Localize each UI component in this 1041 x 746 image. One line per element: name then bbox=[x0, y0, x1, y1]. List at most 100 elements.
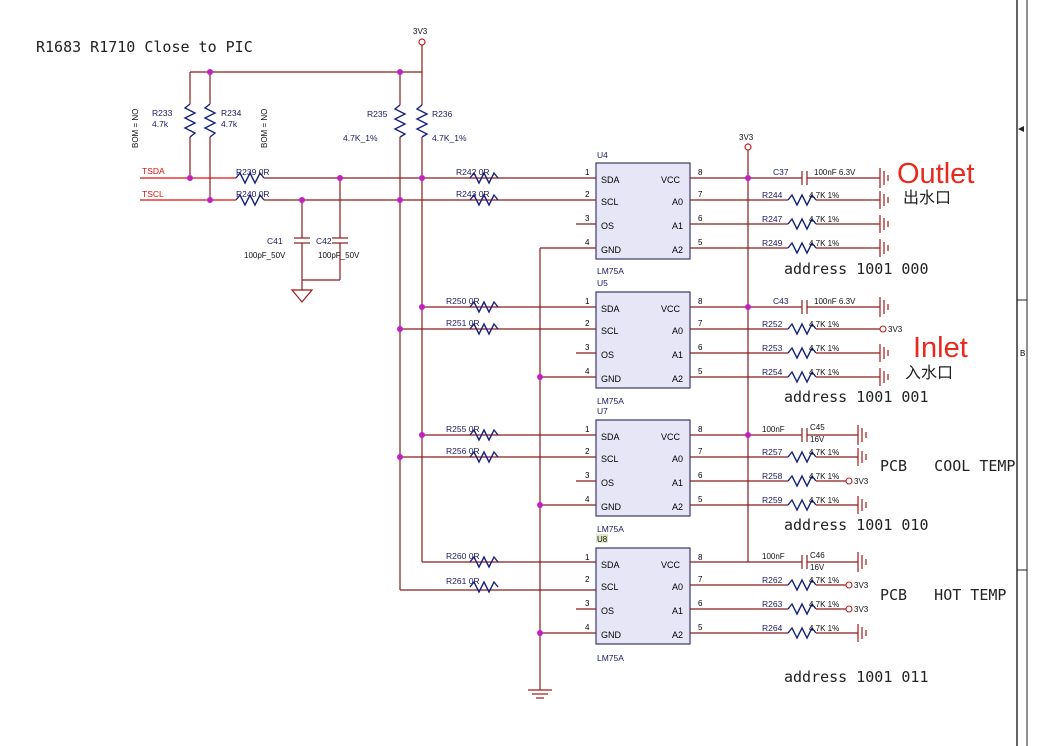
svg-text:OS: OS bbox=[601, 478, 614, 488]
svg-text:6: 6 bbox=[698, 214, 703, 223]
outlet-tag: Outlet bbox=[897, 158, 974, 190]
svg-text:5: 5 bbox=[698, 238, 703, 247]
svg-text:SDA: SDA bbox=[601, 432, 620, 442]
svg-text:A2: A2 bbox=[672, 245, 683, 255]
svg-text:1: 1 bbox=[585, 168, 590, 177]
svg-text:R247: R247 bbox=[762, 214, 783, 224]
svg-text:6: 6 bbox=[698, 471, 703, 480]
pcb-hot-temp-tag: PCB HOT TEMP bbox=[880, 586, 1006, 604]
svg-text:SDA: SDA bbox=[601, 175, 620, 185]
border-zone-letter: B bbox=[1020, 349, 1025, 358]
svg-text:C45: C45 bbox=[810, 423, 825, 432]
svg-text:LM75A: LM75A bbox=[597, 524, 624, 534]
svg-text:GND: GND bbox=[601, 630, 622, 640]
svg-text:2: 2 bbox=[585, 319, 590, 328]
svg-text:4.7K 1%: 4.7K 1% bbox=[809, 496, 839, 505]
svg-text:4.7K 1%: 4.7K 1% bbox=[809, 472, 839, 481]
svg-text:5: 5 bbox=[698, 623, 703, 632]
r239-label: R239 0R bbox=[236, 167, 270, 177]
svg-text:C43: C43 bbox=[773, 296, 789, 306]
svg-text:SDA: SDA bbox=[601, 560, 620, 570]
svg-text:5: 5 bbox=[698, 367, 703, 376]
svg-text:R236: R236 bbox=[432, 109, 453, 119]
sheet-border: B bbox=[1016, 0, 1028, 746]
svg-text:R250 0R: R250 0R bbox=[446, 296, 480, 306]
svg-text:A2: A2 bbox=[672, 502, 683, 512]
header-note: R1683 R1710 Close to PIC bbox=[36, 38, 253, 56]
svg-text:R260 0R: R260 0R bbox=[446, 551, 480, 561]
svg-text:4: 4 bbox=[585, 238, 590, 247]
svg-text:OS: OS bbox=[601, 606, 614, 616]
chip-u8: U8 R260 0R R261 0R SDA SCL OS GND VCC A0… bbox=[400, 534, 1006, 686]
svg-text:A1: A1 bbox=[672, 350, 683, 360]
svg-text:LM75A: LM75A bbox=[597, 653, 624, 663]
svg-text:GND: GND bbox=[601, 374, 622, 384]
svg-text:R256 0R: R256 0R bbox=[446, 446, 480, 456]
top-power-rail: 3V3 bbox=[190, 27, 428, 73]
u8-address: address 1001 011 bbox=[784, 668, 929, 686]
u4-address: address 1001 000 bbox=[784, 260, 929, 278]
svg-text:100nF: 100nF bbox=[762, 425, 785, 434]
svg-text:R234: R234 bbox=[221, 108, 242, 118]
svg-text:16V: 16V bbox=[810, 435, 825, 444]
svg-text:6: 6 bbox=[698, 599, 703, 608]
svg-text:4.7K_1%: 4.7K_1% bbox=[343, 133, 378, 143]
svg-text:VCC: VCC bbox=[661, 175, 681, 185]
svg-text:4.7K 1%: 4.7K 1% bbox=[809, 600, 839, 609]
svg-text:VCC: VCC bbox=[661, 560, 681, 570]
svg-text:LM75A: LM75A bbox=[597, 396, 624, 406]
svg-text:TSDA: TSDA bbox=[142, 166, 165, 176]
svg-text:100nF 6.3V: 100nF 6.3V bbox=[814, 168, 856, 177]
svg-text:R244: R244 bbox=[762, 190, 783, 200]
bus-caps: C41 C42 100pF_50V 100pF_50V bbox=[244, 178, 360, 303]
svg-text:3V3: 3V3 bbox=[854, 477, 869, 486]
svg-text:U8: U8 bbox=[597, 535, 608, 544]
pullup-r235: R235 4.7K_1% bbox=[343, 72, 407, 590]
svg-text:R235: R235 bbox=[367, 109, 388, 119]
svg-text:8: 8 bbox=[698, 168, 703, 177]
inlet-tag-cn: 入水口 bbox=[905, 363, 953, 382]
svg-text:A0: A0 bbox=[672, 582, 683, 592]
svg-text:R264: R264 bbox=[762, 623, 783, 633]
top-3v3-label: 3V3 bbox=[413, 27, 428, 36]
svg-text:R249: R249 bbox=[762, 238, 783, 248]
svg-text:R263: R263 bbox=[762, 599, 783, 609]
svg-text:4.7K 1%: 4.7K 1% bbox=[809, 320, 839, 329]
svg-text:R233: R233 bbox=[152, 108, 173, 118]
svg-text:100pF_50V: 100pF_50V bbox=[244, 251, 286, 260]
svg-text:SCL: SCL bbox=[601, 582, 619, 592]
svg-text:4.7K 1%: 4.7K 1% bbox=[809, 576, 839, 585]
gnd-rail bbox=[528, 248, 552, 699]
svg-text:SCL: SCL bbox=[601, 197, 619, 207]
svg-text:U7: U7 bbox=[597, 406, 608, 416]
svg-text:R257: R257 bbox=[762, 447, 783, 457]
svg-text:4.7K 1%: 4.7K 1% bbox=[809, 239, 839, 248]
pullup-r233: R233 4.7k BOM = NO bbox=[131, 72, 197, 178]
u7-address: address 1001 010 bbox=[784, 516, 929, 534]
pcb-cool-temp-tag: PCB COOL TEMP bbox=[880, 457, 1015, 475]
bom-no-note-1: BOM = NO bbox=[131, 109, 140, 148]
svg-text:4: 4 bbox=[585, 367, 590, 376]
svg-text:GND: GND bbox=[601, 245, 622, 255]
svg-text:4.7K 1%: 4.7K 1% bbox=[809, 368, 839, 377]
svg-text:SCL: SCL bbox=[601, 454, 619, 464]
junctions-bus bbox=[397, 175, 751, 636]
svg-text:OS: OS bbox=[601, 221, 614, 231]
svg-text:VCC: VCC bbox=[661, 304, 681, 314]
svg-text:1: 1 bbox=[585, 425, 590, 434]
svg-text:7: 7 bbox=[698, 190, 703, 199]
svg-text:8: 8 bbox=[698, 425, 703, 434]
svg-text:3: 3 bbox=[585, 471, 590, 480]
svg-text:4.7k: 4.7k bbox=[221, 119, 238, 129]
svg-text:SCL: SCL bbox=[601, 326, 619, 336]
svg-text:R254: R254 bbox=[762, 367, 783, 377]
svg-text:3: 3 bbox=[585, 343, 590, 352]
svg-text:A0: A0 bbox=[672, 454, 683, 464]
svg-text:C46: C46 bbox=[810, 551, 825, 560]
svg-text:R253: R253 bbox=[762, 343, 783, 353]
outlet-tag-cn: 出水口 bbox=[903, 188, 951, 207]
svg-text:7: 7 bbox=[698, 447, 703, 456]
svg-text:3: 3 bbox=[585, 599, 590, 608]
pullup-r234: R234 4.7k BOM = NO bbox=[203, 72, 269, 200]
svg-text:2: 2 bbox=[585, 575, 590, 584]
